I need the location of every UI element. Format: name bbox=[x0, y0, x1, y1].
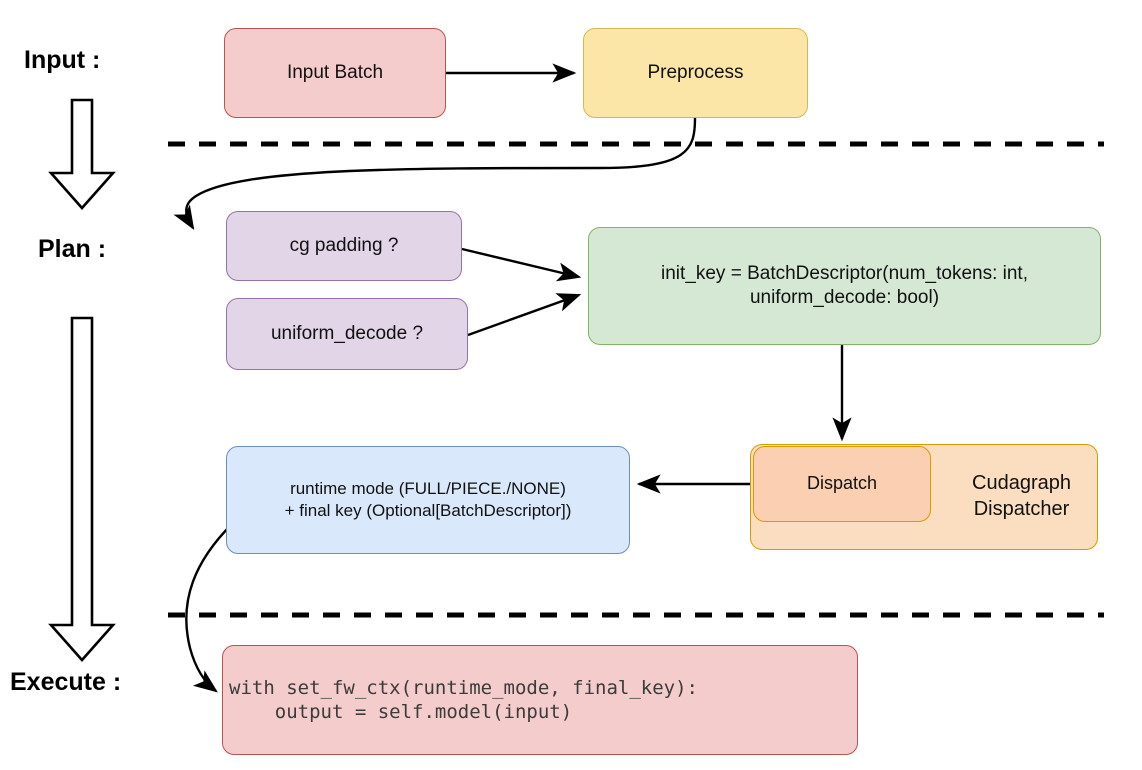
node-init-key[interactable]: init_key = BatchDescriptor(num_tokens: i… bbox=[588, 227, 1101, 345]
node-input-batch[interactable]: Input Batch bbox=[224, 28, 446, 118]
stage-label-input: Input : bbox=[24, 46, 101, 74]
conn-cg-padding-to-init-key bbox=[461, 247, 582, 282]
stage-arrow-plan-to-execute bbox=[48, 316, 116, 662]
stage-arrow-input-to-plan bbox=[48, 98, 116, 210]
node-dispatch[interactable]: Dispatch bbox=[753, 446, 931, 522]
node-preprocess[interactable]: Preprocess bbox=[583, 28, 808, 118]
node-uniform-decode[interactable]: uniform_decode ? bbox=[226, 298, 468, 370]
stage-label-execute: Execute : bbox=[10, 668, 122, 696]
node-cg-padding[interactable]: cg padding ? bbox=[226, 211, 462, 281]
node-execute-code[interactable]: with set_fw_ctx(runtime_mode, final_key)… bbox=[222, 645, 858, 755]
conn-uniform-decode-to-init-key bbox=[467, 293, 582, 337]
node-runtime-mode[interactable]: runtime mode (FULL/PIECE./NONE) + final … bbox=[226, 446, 630, 554]
stage-label-plan: Plan : bbox=[38, 235, 107, 263]
